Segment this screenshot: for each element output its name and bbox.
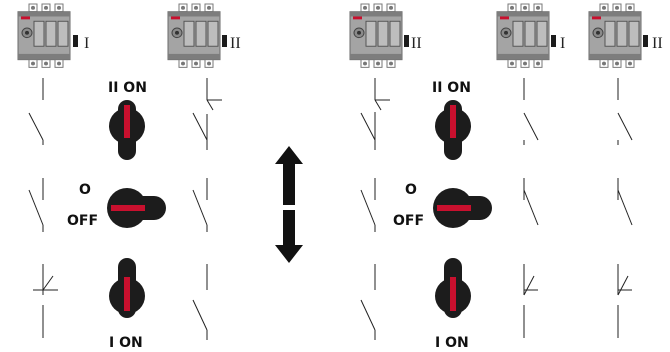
switch-unit-4	[496, 3, 550, 68]
switch-tab-3	[404, 35, 409, 47]
circuit-right-c	[617, 78, 633, 338]
label-ii-on-left: II ON	[108, 80, 147, 96]
label-ii-on-right: II ON	[432, 80, 471, 96]
switch-label-5: II	[652, 35, 663, 52]
label-off-left: OFF	[67, 213, 98, 229]
switch-unit-3	[349, 3, 403, 68]
switch-unit-2	[167, 3, 221, 68]
handle-off-right	[433, 188, 492, 228]
label-i-on-left: I ON	[109, 335, 143, 351]
switch-unit-5	[588, 3, 642, 68]
switch-label-2: II	[230, 35, 241, 52]
label-i-on-right: I ON	[435, 335, 469, 351]
switch-label-3: II	[411, 35, 422, 52]
handle-i-on-left	[109, 258, 145, 318]
switch-tab-2	[222, 35, 227, 47]
handle-off-left	[107, 188, 166, 228]
circuit-right-a	[360, 78, 390, 340]
switch-tab-4	[551, 35, 556, 47]
handle-i-on-right	[435, 258, 471, 318]
double-arrow-icon	[275, 146, 303, 263]
label-o-left: O	[79, 182, 91, 198]
switch-tab-1	[73, 35, 78, 47]
label-off-right: OFF	[393, 213, 424, 229]
handle-ii-on-right	[435, 100, 471, 160]
switch-tab-5	[643, 35, 648, 47]
switch-label-4: I	[560, 35, 565, 52]
circuit-left-b	[192, 78, 222, 340]
circuit-left-a	[28, 78, 58, 338]
label-o-right: O	[405, 182, 417, 198]
switch-unit-1	[17, 3, 71, 68]
handle-ii-on-left	[109, 100, 145, 160]
switch-label-1: I	[84, 35, 89, 52]
circuit-right-b	[523, 78, 539, 338]
